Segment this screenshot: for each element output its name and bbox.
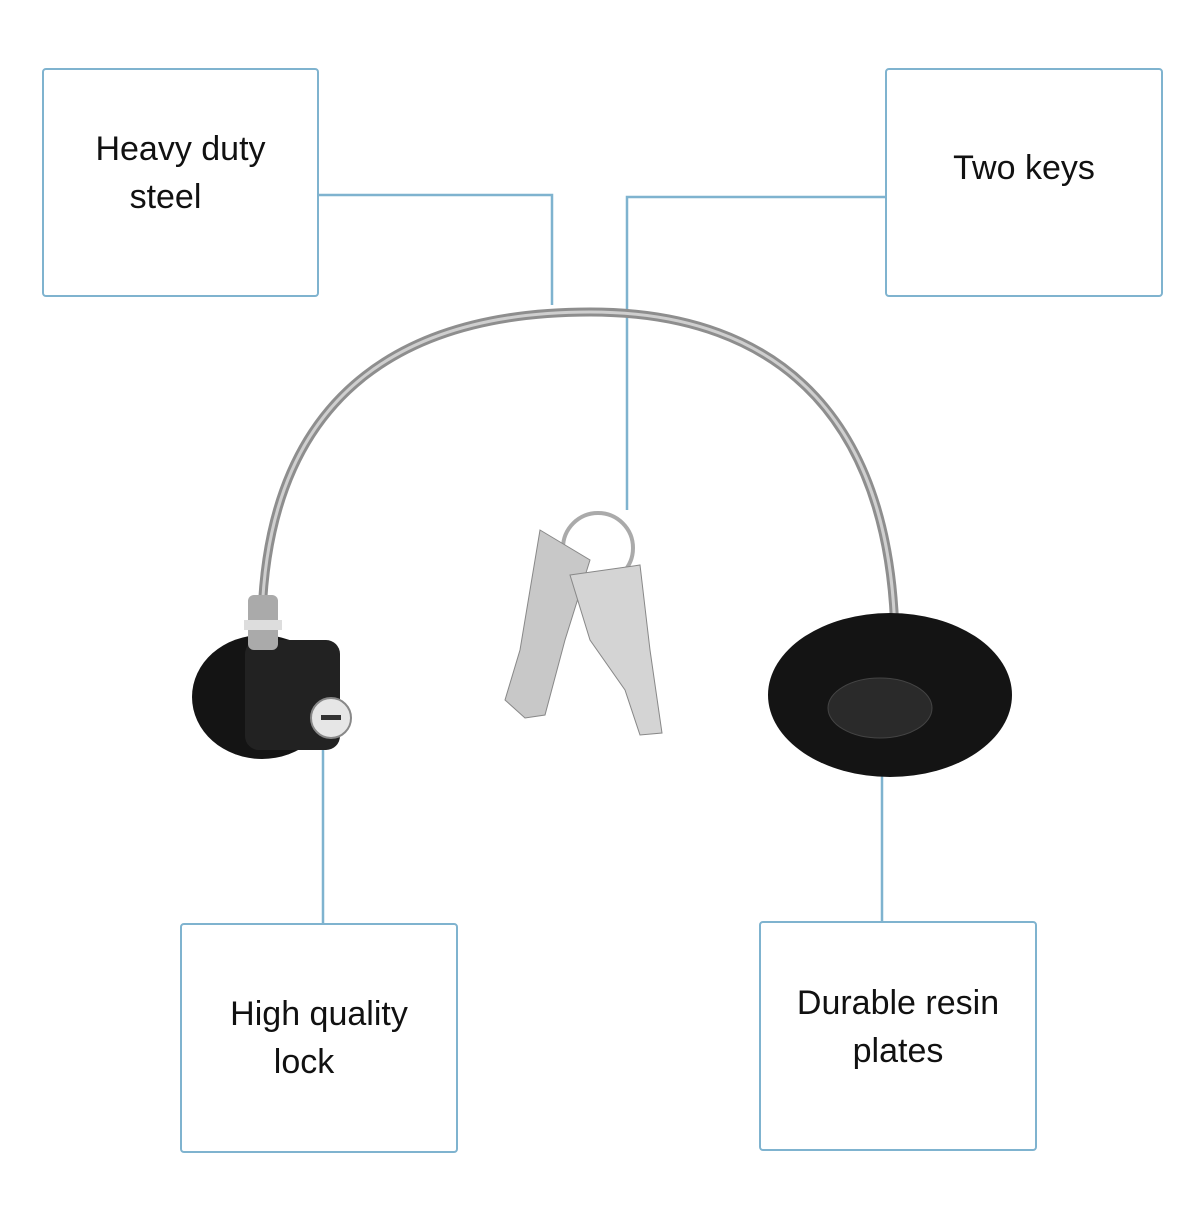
callout-heavy-duty-steel: Heavy duty steel [42,68,319,297]
callout-text: Two keys [953,148,1095,187]
callout-text: steel [129,177,202,216]
resin-plate [768,613,1012,777]
steel-cable [257,307,900,666]
callout-text: lock [273,1043,335,1081]
callout-high-quality-lock: High quality lock [180,923,458,1153]
callout-text: Durable resin [796,984,1000,1022]
callout-text: High quality [230,995,408,1033]
callout-durable-resin-plates: Durable resin plates [759,921,1037,1151]
leader-lines [318,193,885,923]
callout-text: plates [852,1032,944,1070]
leader-line-steel [318,193,554,305]
keys [504,511,663,736]
lock-plate [192,595,352,759]
callout-text: Heavy duty [95,129,266,168]
leader-line-keys [625,195,885,510]
callout-two-keys: Two keys [885,68,1163,297]
